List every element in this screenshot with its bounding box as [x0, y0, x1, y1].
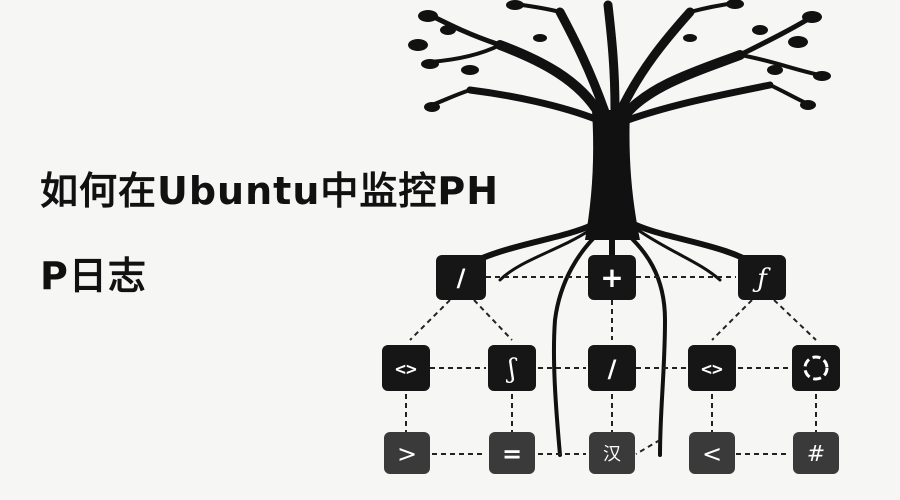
- tile-integral: ʃ: [488, 345, 536, 391]
- tile-less: <: [689, 432, 735, 474]
- svg-text:<: <: [702, 440, 722, 468]
- tile-grid: / + ƒ <> ʃ / <>: [382, 255, 840, 474]
- tile-greater: >: [384, 432, 430, 474]
- tile-slash-mid: /: [588, 345, 636, 391]
- tile-code: <>: [382, 345, 430, 391]
- svg-text:/: /: [608, 355, 617, 383]
- svg-text:<>: <>: [701, 359, 723, 380]
- tile-code-2: <>: [688, 345, 736, 391]
- tile-refresh: [792, 345, 840, 391]
- title-line-1: 如何在Ubuntu中监控PH: [40, 169, 500, 213]
- tile-plus: +: [588, 255, 636, 300]
- tile-han: 汉: [589, 432, 635, 474]
- title-line-2: P日志: [40, 254, 147, 298]
- svg-text:<>: <>: [395, 359, 417, 380]
- svg-text:汉: 汉: [603, 444, 621, 465]
- tile-function: ƒ: [738, 255, 786, 300]
- tile-slash-top: /: [436, 255, 486, 300]
- svg-text:ƒ: ƒ: [752, 264, 771, 294]
- svg-text:#: #: [807, 442, 825, 467]
- svg-text:/: /: [457, 264, 466, 292]
- svg-text:>: >: [397, 440, 417, 468]
- svg-text:=: =: [502, 440, 522, 468]
- tile-hash: #: [793, 432, 839, 474]
- svg-text:+: +: [600, 261, 623, 294]
- connectors: [405, 276, 817, 455]
- svg-text:ʃ: ʃ: [505, 354, 517, 384]
- tree: [408, 0, 831, 457]
- refresh-icon: [803, 355, 829, 381]
- tile-equals: =: [489, 432, 535, 474]
